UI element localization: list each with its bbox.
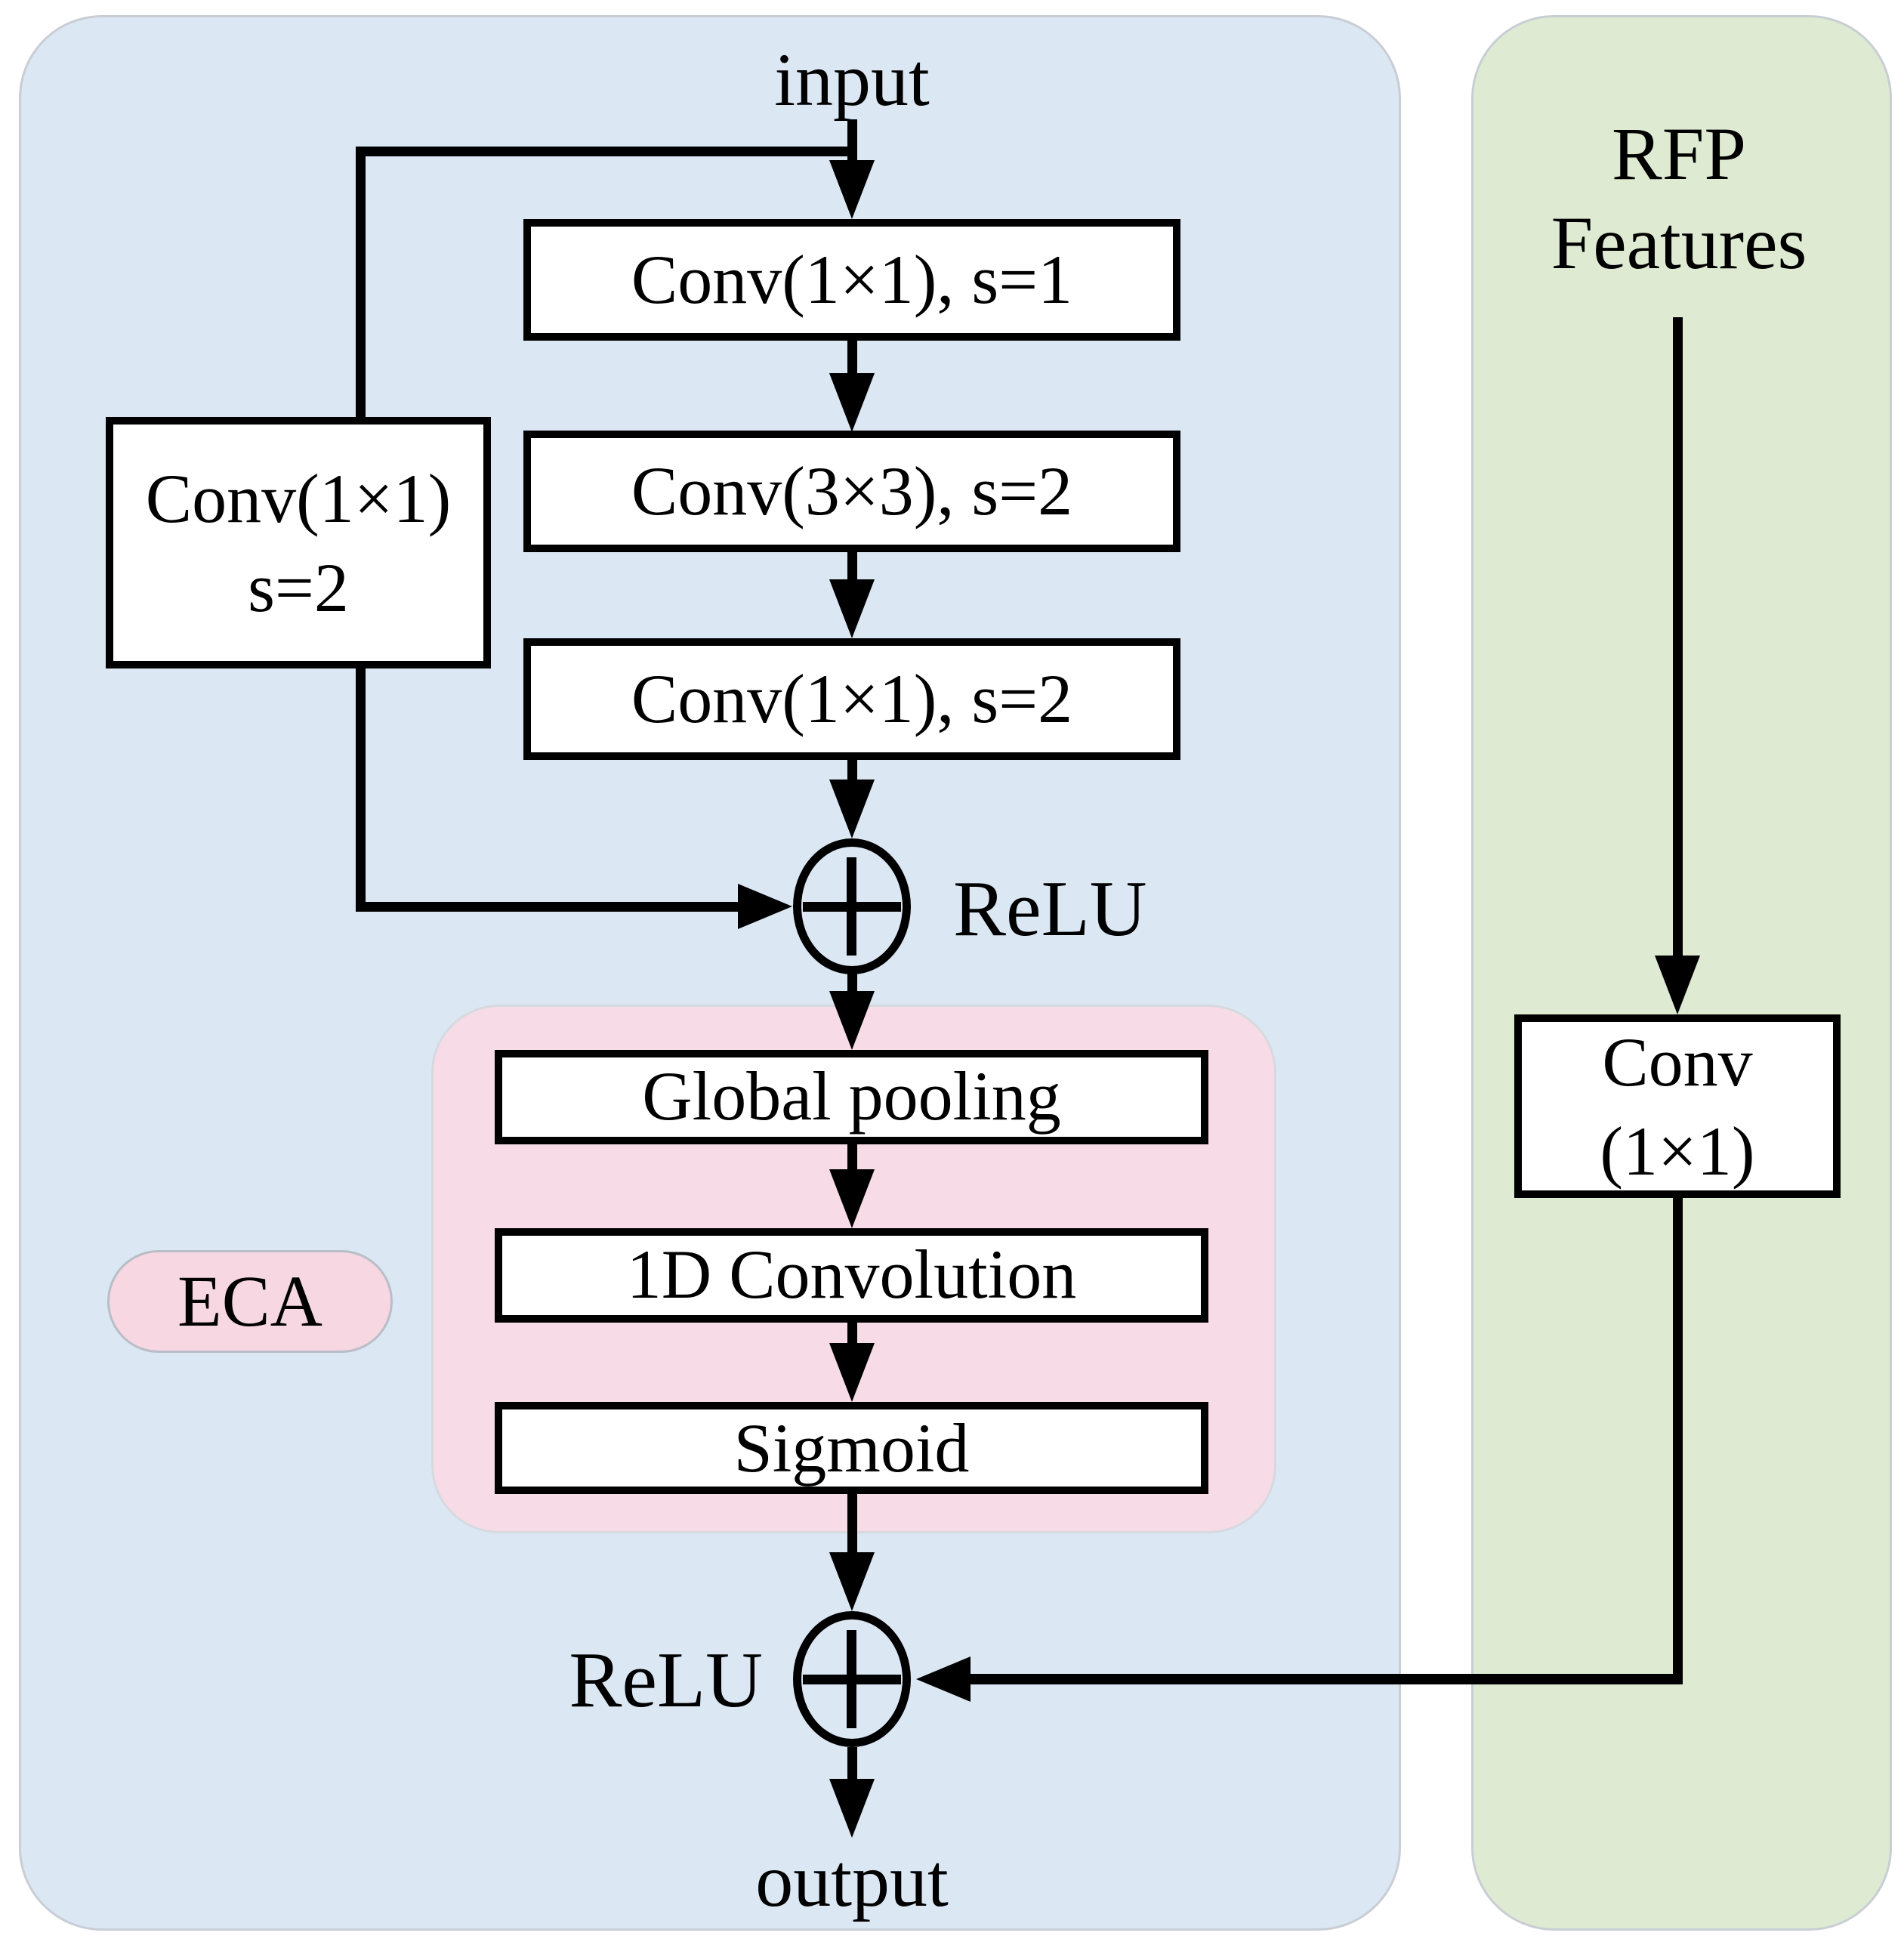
rfp-connector-hline: [971, 1674, 1683, 1684]
arrow-into-conv1-icon: [829, 160, 875, 219]
conv3x3-s2-box: Conv(3×3), s=2: [523, 431, 1180, 552]
arrow-into-sigmoid-icon: [829, 1343, 875, 1402]
global-pooling-box: Global pooling: [495, 1050, 1208, 1144]
shortcut-into-add-line: [356, 902, 741, 912]
rfp-conv-box: Conv (1×1): [1514, 1014, 1841, 1198]
arrow-into-add1-left-icon: [738, 884, 792, 929]
arrow-into-rfp-conv-icon: [1655, 956, 1700, 1014]
shortcut-conv-line2: s=2: [248, 548, 349, 626]
add-node-top-plus-h: [803, 902, 901, 912]
relu-top-label: ReLU: [953, 864, 1147, 952]
shortcut-down-line: [356, 668, 366, 912]
arrow-into-conv2-icon: [829, 373, 875, 432]
relu-bottom-label: ReLU: [569, 1635, 763, 1724]
arrow-output-icon: [829, 1779, 875, 1838]
conv1x1-s2-box: Conv(1×1), s=2: [523, 638, 1180, 760]
arrow-into-1dconv-icon: [829, 1169, 875, 1228]
line-conv1-conv2: [847, 341, 857, 378]
conv1x1-s1-box: Conv(1×1), s=1: [523, 219, 1180, 341]
shortcut-branch-hline: [356, 147, 857, 156]
input-label: input: [774, 38, 930, 122]
rfp-conv-line1: Conv: [1602, 1023, 1753, 1101]
rfp-features-title: RFP Features: [1494, 89, 1864, 308]
arrow-into-add2-right-icon: [916, 1656, 971, 1702]
shortcut-branch-vline: [356, 147, 366, 422]
rfp-conv-line2: (1×1): [1600, 1112, 1755, 1190]
add-node-top-icon: [793, 838, 911, 974]
rfp-title-line1: RFP: [1612, 112, 1746, 196]
rfp-title-line2: Features: [1551, 201, 1807, 285]
shortcut-conv-box: Conv(1×1) s=2: [106, 417, 491, 668]
arrow-into-pooling-icon: [829, 991, 875, 1050]
1d-convolution-box: 1D Convolution: [495, 1228, 1208, 1323]
sigmoid-box: Sigmoid: [495, 1402, 1208, 1494]
arrow-into-add2-icon: [829, 1552, 875, 1611]
eca-module-label: ECA: [107, 1250, 393, 1353]
rfp-down-line: [1673, 317, 1683, 962]
rfp-connector-vline: [1673, 1198, 1683, 1684]
shortcut-conv-line1: Conv(1×1): [145, 459, 452, 537]
arrow-into-conv3-icon: [829, 579, 875, 638]
add-node-bottom-plus-h: [803, 1675, 901, 1684]
line-add2-output: [847, 1747, 857, 1785]
input-line: [847, 119, 857, 166]
line-sigmoid-add2: [847, 1494, 857, 1560]
add-node-bottom-icon: [793, 1611, 911, 1747]
output-label: output: [755, 1839, 949, 1922]
arrow-into-add1-icon: [829, 780, 875, 838]
